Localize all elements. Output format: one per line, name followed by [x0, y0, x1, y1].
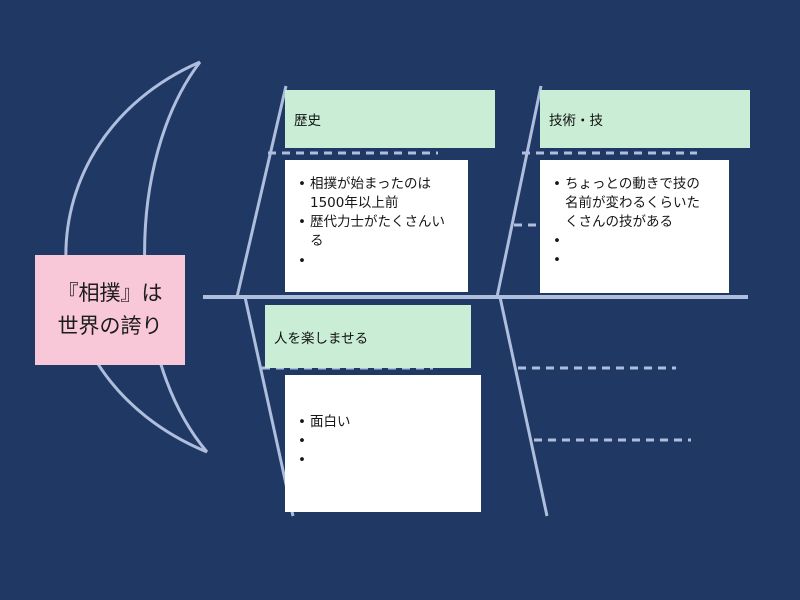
branch-header-entertain-label: 人を楽しませる	[274, 330, 369, 347]
branch-header-technique-label: 技術・技	[549, 113, 603, 129]
bullet-list-history: 相撲が始まったのは1500年以上前 歴代力士がたくさんいる	[285, 160, 468, 271]
rib-bottom-right	[498, 296, 549, 517]
bullet-item	[297, 451, 468, 470]
branch-header-technique[interactable]: 技術・技	[540, 90, 750, 148]
head-topic-box[interactable]: 『相撲』は 世界の誇り	[35, 255, 185, 365]
bullet-item	[552, 232, 709, 251]
bullet-item: 歴代力士がたくさんいる	[297, 213, 455, 251]
rib-top-right	[495, 85, 543, 298]
branch-header-history-label: 歴史	[294, 113, 321, 129]
head-topic-line2: 世界の誇り	[57, 314, 163, 338]
bullet-item	[297, 252, 455, 271]
branch-header-history[interactable]: 歴史	[285, 90, 495, 148]
bullet-list-technique: ちょっとの動きで技の名前が変わるくらいたくさんの技がある	[540, 160, 729, 271]
branch-card-entertain[interactable]: 面白い	[285, 375, 481, 512]
rib-top-left	[235, 85, 288, 298]
branch-card-technique[interactable]: ちょっとの動きで技の名前が変わるくらいたくさんの技がある	[540, 160, 729, 293]
branch-header-entertain[interactable]: 人を楽しませる	[265, 305, 471, 368]
bullet-item	[552, 251, 709, 270]
head-topic-line1: 『相撲』は	[57, 281, 163, 306]
bullet-list-entertain: 面白い	[285, 375, 481, 470]
bullet-item: 相撲が始まったのは1500年以上前	[297, 175, 455, 213]
bullet-item: 面白い	[297, 413, 468, 432]
bullet-item: ちょっとの動きで技の名前が変わるくらいたくさんの技がある	[552, 175, 709, 232]
branch-card-history[interactable]: 相撲が始まったのは1500年以上前 歴代力士がたくさんいる	[285, 160, 468, 292]
bullet-item	[297, 432, 468, 451]
